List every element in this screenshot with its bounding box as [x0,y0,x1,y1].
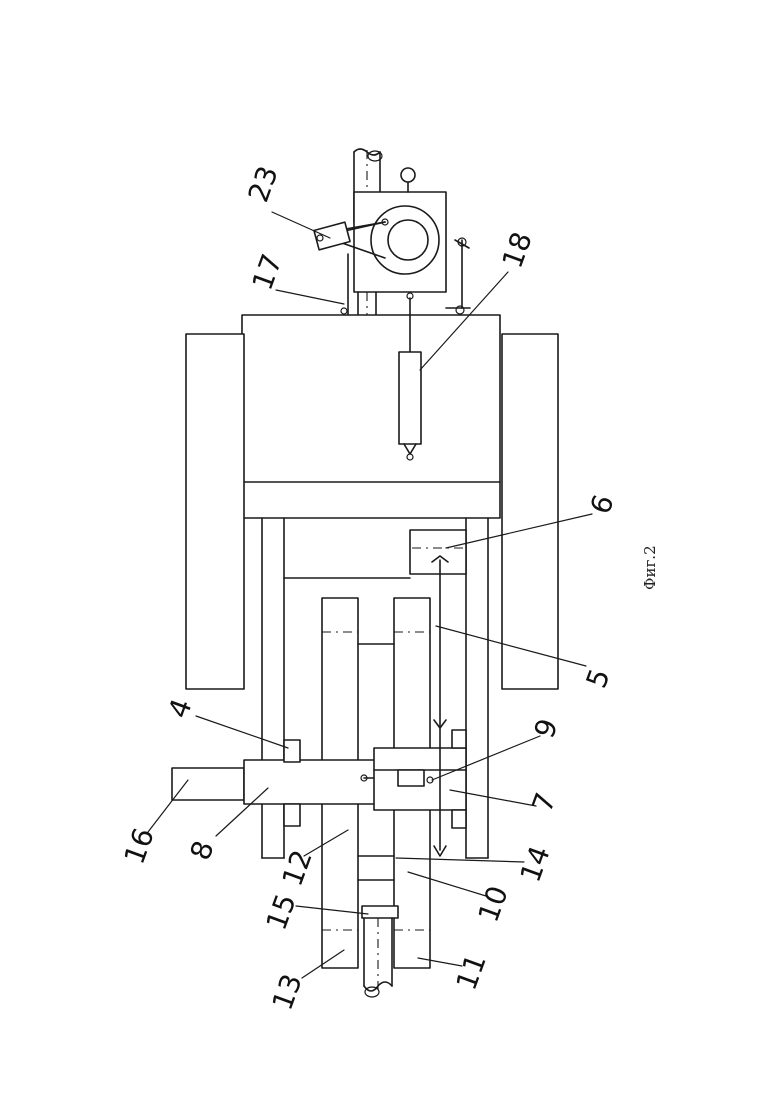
main-body [186,315,558,689]
label-10: 10 [472,882,515,927]
label-11: 11 [450,950,493,995]
leader-16 [148,780,188,832]
label-5: 5 [580,664,617,692]
label-18: 18 [496,228,539,273]
label-7: 7 [526,788,563,816]
bottom-shaft [362,906,398,997]
label-14: 14 [514,842,557,887]
label-12: 12 [276,846,319,891]
label-15: 15 [260,890,303,935]
leader-4 [196,716,288,748]
leader-17 [276,290,344,304]
label-17: 17 [246,250,289,295]
label-23: 23 [242,162,285,207]
carriage-8 [172,740,400,826]
motor-housing [314,168,470,314]
label-13: 13 [266,970,309,1015]
figure-caption: Фиг.2 [641,545,659,590]
leader-23 [272,212,330,238]
label-8: 8 [184,836,221,864]
chain-line [432,556,448,856]
label-16: 16 [118,824,161,869]
label-4: 4 [162,694,199,722]
